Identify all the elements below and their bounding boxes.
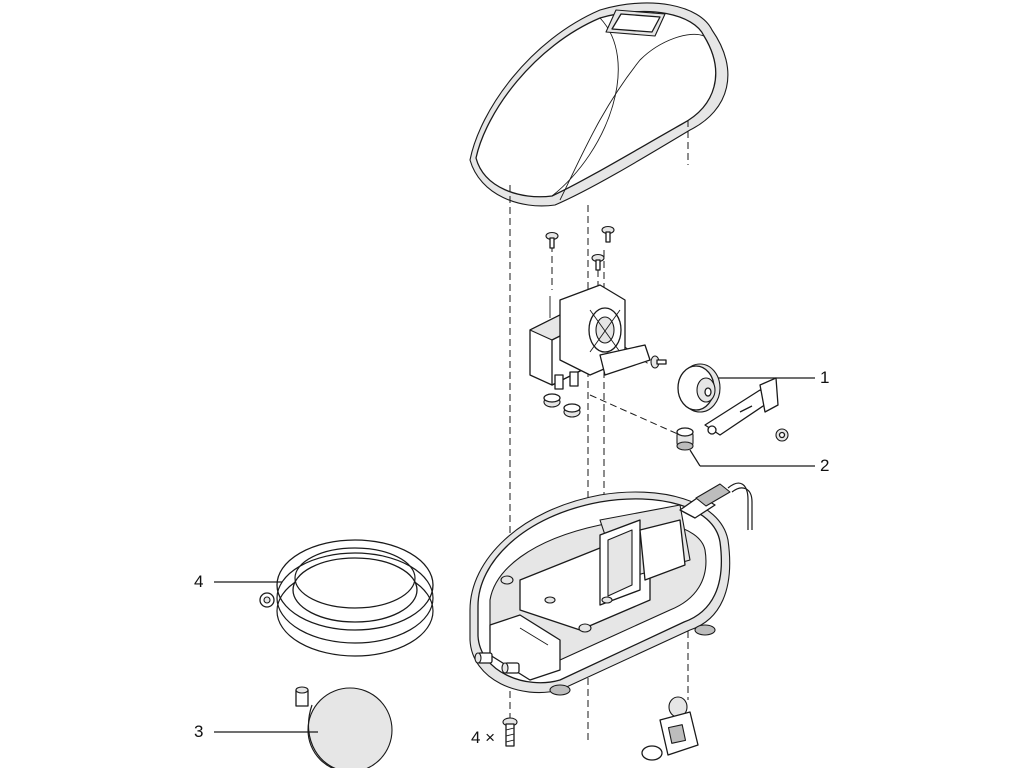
callout-4-hose: 4 xyxy=(194,572,204,591)
callout-2: 2 xyxy=(820,456,830,475)
screw-set-top xyxy=(545,225,615,271)
air-stone xyxy=(295,686,393,768)
callout-3: 3 xyxy=(194,722,204,741)
air-hose-coil xyxy=(259,539,434,657)
base-screw xyxy=(502,717,518,747)
diaphragm-part xyxy=(677,363,789,442)
valve-part xyxy=(676,427,694,451)
top-cover xyxy=(469,2,729,207)
callout-4-screws: 4 × xyxy=(471,728,496,747)
callout-1: 1 xyxy=(820,368,830,387)
leader-lines xyxy=(214,377,815,733)
filter-parts xyxy=(641,696,699,761)
pump-mechanism xyxy=(529,284,667,418)
housing-base xyxy=(469,482,753,696)
